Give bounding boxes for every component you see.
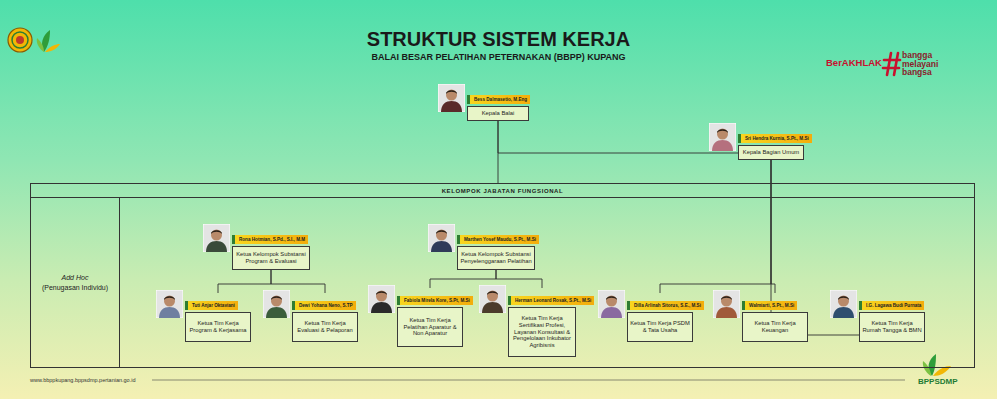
person-node: I.G. Lagawa Budi PurnataKetua Tim Kerja … xyxy=(859,293,925,342)
org-connector xyxy=(771,160,775,293)
org-connector xyxy=(498,121,738,153)
person-node: Dilla Arlinah Sitorus, S.E., M.SiKetua T… xyxy=(627,293,693,342)
position-box: Ketua Tim Kerja Program & Kerjasama xyxy=(185,312,251,342)
brand-text: BerAKHLAK xyxy=(826,57,882,68)
name-tag: Fabiola Mirela Kore, S.Pt, M.Si xyxy=(397,296,473,305)
position-box: Ketua Kelompok Substansi Penyelenggaraan… xyxy=(457,246,535,270)
person-node: Dewi Yohana Neno, S.TP Ketua Tim Kerja Ev… xyxy=(292,293,358,342)
name-tag: Dilla Arlinah Sitorus, S.E., M.Si xyxy=(627,301,704,310)
portrait-photo xyxy=(203,224,230,252)
position-box: Kepala Balai xyxy=(467,106,529,121)
position-box: Ketua Kelompok Substansi Program & Evalu… xyxy=(232,246,310,270)
group-heading: KELOMPOK JABATAN FUNGSIONAL xyxy=(31,184,974,198)
name-tag: Herman Leonard Rosak, S.Pt., M.Si xyxy=(508,296,594,305)
person-node: Bess Dalmasetio, M.EngKepala Balai xyxy=(467,87,529,121)
portrait-photo xyxy=(713,290,740,318)
footer-rule xyxy=(152,380,905,381)
position-box: Ketua Tim Kerja PSDM & Tata Usaha xyxy=(627,312,693,342)
name-tag: Dewi Yohana Neno, S.TP xyxy=(292,301,356,310)
portrait-photo xyxy=(479,285,506,313)
cell-heading: Add Hoc xyxy=(62,273,89,283)
page-title: STRUKTUR SISTEM KERJA xyxy=(0,28,997,51)
position-box: Ketua Tim Kerja Sertifikasi Profesi, Lay… xyxy=(508,307,576,357)
portrait-photo xyxy=(830,290,857,318)
person-node: Sri Hendra Kurnia, S.Pt., M.SiKepala Bag… xyxy=(738,126,804,160)
portrait-photo xyxy=(156,290,183,318)
portrait-photo xyxy=(598,290,625,318)
name-tag: Tuti Anjar Oktaviani xyxy=(185,301,238,310)
hashtag-symbol xyxy=(883,53,900,75)
portrait-photo xyxy=(438,84,465,112)
position-box: Kepala Bagian Umum xyxy=(738,145,804,160)
group-frame: KELOMPOK JABATAN FUNGSIONALAdd Hoc(Penug… xyxy=(30,183,975,368)
position-box: Ketua Tim Kerja Keuangan xyxy=(742,312,808,342)
name-tag: Rona Hotmian, S.Pd., S.I., M.M xyxy=(232,235,308,244)
portrait-photo xyxy=(709,123,736,151)
name-tag: Marthen Yosef Maudu, S.Pt., M.Si xyxy=(457,235,539,244)
bppsdmp-logo xyxy=(923,354,951,376)
cell-note: (Penugasan Individu) xyxy=(42,283,108,293)
plant-logo xyxy=(37,30,60,52)
ministry-logo xyxy=(8,28,32,52)
side-cell: Add Hoc(Penugasan Individu) xyxy=(31,198,120,367)
person-node: Fabiola Mirela Kore, S.Pt, M.SiKetua Tim… xyxy=(397,288,463,347)
name-tag: Sri Hendra Kurnia, S.Pt., M.Si xyxy=(738,134,812,143)
agency-name: BPPSDMP xyxy=(918,377,958,386)
person-node: Marthen Yosef Maudu, S.Pt., M.SiKetua Ke… xyxy=(457,227,535,270)
org-connector xyxy=(660,160,771,293)
website-url: www.bbppkupang.bppsdmp.pertanian.go.id xyxy=(30,377,136,383)
person-node: Herman Leonard Rosak, S.Pt., M.SiKetua T… xyxy=(508,288,576,357)
person-node: Tuti Anjar OktavianiKetua Tim Kerja Prog… xyxy=(185,293,251,342)
portrait-photo xyxy=(368,285,395,313)
name-tag: Walmiarti, S.Pt., M.Si xyxy=(742,301,797,310)
name-tag: Bess Dalmasetio, M.Eng xyxy=(467,95,530,104)
org-connector xyxy=(498,121,499,183)
person-node: Rona Hotmian, S.Pd., S.I., M.M Ketua Kelo… xyxy=(232,227,310,270)
name-tag: I.G. Lagawa Budi Purnata xyxy=(859,301,924,310)
person-node: Walmiarti, S.Pt., M.SiKetua Tim Kerja Ke… xyxy=(742,293,808,342)
position-box: Ketua Tim Kerja Rumah Tangga & BMN xyxy=(859,312,925,342)
portrait-photo xyxy=(263,290,290,318)
position-box: Ketua Tim Kerja Pelatihan Aparatur & Non… xyxy=(397,307,463,347)
portrait-photo xyxy=(428,224,455,252)
slogan-text: bangga melayani bangsa xyxy=(902,51,946,77)
position-box: Ketua Tim Kerja Evaluasi & Pelaporan xyxy=(292,312,358,342)
